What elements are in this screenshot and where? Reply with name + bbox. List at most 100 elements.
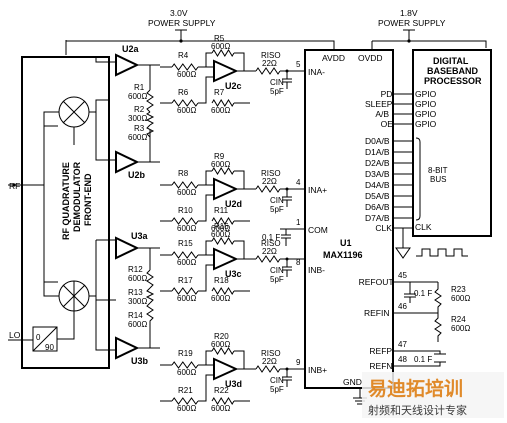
pin-oe: OE xyxy=(381,119,394,129)
r12-value: 600Ω xyxy=(128,274,147,283)
gnd-pin: GND xyxy=(343,377,362,387)
phase-90-label: 90 xyxy=(45,343,54,352)
resistor-r17-name: R17 xyxy=(178,276,193,285)
opamp-u2b-label: U2b xyxy=(128,170,146,180)
refout-cap-value: 0.1 F xyxy=(414,289,432,298)
resistor-r24-value: 600Ω xyxy=(451,324,470,333)
com-decoupling: 0.1 F xyxy=(262,228,305,246)
front-end-label-3: FRONT-END xyxy=(83,173,93,226)
resistor-ladder-i: R1 600Ω R2 300Ω R3 600Ω xyxy=(128,83,155,162)
resistor-r5-name: R5 xyxy=(214,34,225,43)
resistor-r4-value: 600Ω xyxy=(177,70,196,79)
watermark-subtitle: 射频和天线设计专家 xyxy=(368,403,467,417)
riso-name: RISO xyxy=(261,169,281,178)
lo-input-label: LO xyxy=(9,330,21,340)
riso-value: 22Ω xyxy=(262,357,277,366)
supply-1v8: 1.8V POWER SUPPLY xyxy=(378,8,446,41)
opamp-u3a-label: U3a xyxy=(131,231,149,241)
ref-pin-45-number: 45 xyxy=(398,271,407,280)
r1-value: 600Ω xyxy=(128,92,147,101)
riso-name: RISO xyxy=(261,239,281,248)
resistor-r9-value: 600Ω xyxy=(211,160,230,169)
opamp-u3a: U3a xyxy=(115,231,149,260)
r2-name: R2 xyxy=(134,105,145,114)
phase-0-label: 0 xyxy=(36,333,41,342)
resistor-r6-name: R6 xyxy=(178,88,189,97)
resistor-r7-name: R7 xyxy=(214,88,225,97)
bus-label-2: BUS xyxy=(430,175,446,184)
resistor-r23-value: 600Ω xyxy=(451,294,470,303)
pin-sleep: SLEEP xyxy=(365,99,393,109)
pin-d7a-b: D7A/B xyxy=(365,213,390,223)
adc-u1: AVDD OVDD U1 MAX1196 GND xyxy=(304,49,394,389)
pin-d5a-b: D5A/B xyxy=(365,191,390,201)
ref-pin-48-number: 48 xyxy=(398,355,407,364)
resistor-r19-value: 600Ω xyxy=(177,368,196,377)
pin-1-number: 1 xyxy=(296,218,301,227)
pin-pd: PD xyxy=(381,89,393,99)
opamp-u2d xyxy=(213,177,239,201)
resistor-r11-name: R11 xyxy=(214,206,229,215)
supply-3v-label: POWER SUPPLY xyxy=(148,18,216,28)
ref-pin-refn: REFN xyxy=(369,361,392,371)
resistor-r20-name: R20 xyxy=(214,332,229,341)
pin-d1a-b: D1A/B xyxy=(365,147,390,157)
resistor-r9-name: R9 xyxy=(214,152,225,161)
supply-3v-voltage: 3.0V xyxy=(170,8,188,18)
ref-pin-refout: REFOUT xyxy=(359,277,394,287)
resistor-r16-value: 600Ω xyxy=(211,230,230,239)
r14-value: 600Ω xyxy=(128,320,147,329)
cin-name: CIN xyxy=(270,196,284,205)
resistor-r17-value: 600Ω xyxy=(177,294,196,303)
resistor-r7-value: 600Ω xyxy=(211,106,230,115)
chip-name: U1 xyxy=(340,238,352,248)
r1-name: R1 xyxy=(134,83,145,92)
processor-line1: DIGITAL xyxy=(433,56,469,66)
rf-front-end: 0 90 RF QUADRATURE DEMODULATOR FRONT-END xyxy=(21,56,110,369)
cin-value: 5pF xyxy=(270,385,284,394)
diff-stage-2: U3cR15600ΩR16600ΩR17600ΩR18600ΩRISO22ΩCI… xyxy=(160,222,305,303)
gpio-1: GPIO xyxy=(415,99,437,109)
refp-cap-value: 0.1 F xyxy=(414,355,432,364)
resistor-r10-name: R10 xyxy=(178,206,193,215)
r12-name: R12 xyxy=(128,265,143,274)
resistor-r15-value: 600Ω xyxy=(177,258,196,267)
resistor-r21-value: 600Ω xyxy=(177,404,196,413)
processor-line2: BASEBAND xyxy=(427,66,479,76)
ref-pin-47-number: 47 xyxy=(398,340,407,349)
resistor-r23-name: R23 xyxy=(451,285,466,294)
resistor-r18-name: R18 xyxy=(214,276,229,285)
cin-value: 5pF xyxy=(270,275,284,284)
pin-inb-: INB+ xyxy=(308,365,327,375)
riso-value: 22Ω xyxy=(262,59,277,68)
resistor-r10-value: 600Ω xyxy=(177,224,196,233)
supply-3v: 3.0V POWER SUPPLY xyxy=(148,8,216,41)
pin-d4a-b: D4A/B xyxy=(365,180,390,190)
bus-label-1: 8-BIT xyxy=(428,166,448,175)
opamp-u2c xyxy=(213,59,239,83)
opamp-u2c-label: U2c xyxy=(225,81,242,91)
ref-pin-refp: REFP xyxy=(369,346,392,356)
pin-ina-: INA+ xyxy=(308,185,327,195)
resistor-r15-name: R15 xyxy=(178,239,193,248)
opamp-u3d xyxy=(213,357,239,381)
r14-name: R14 xyxy=(128,311,143,320)
avdd-pin: AVDD xyxy=(322,53,345,63)
pin-4-number: 4 xyxy=(296,178,301,187)
r3-value: 600Ω xyxy=(128,133,147,142)
diff-stage-1: U2dR8600ΩR9600ΩR10600ΩR11600ΩRISO22ΩCIN5… xyxy=(160,152,305,233)
pin-ina-: INA- xyxy=(308,67,325,77)
cin-value: 5pF xyxy=(270,87,284,96)
resistor-r11-value: 600Ω xyxy=(211,224,230,233)
resistor-r5-value: 600Ω xyxy=(211,42,230,51)
pin-inb-: INB- xyxy=(308,265,325,275)
riso-name: RISO xyxy=(261,349,281,358)
r13-value: 300Ω xyxy=(128,297,147,306)
front-end-label-2: DEMODULATOR xyxy=(72,161,82,232)
pin-d3a-b: D3A/B xyxy=(365,169,390,179)
r2-value: 300Ω xyxy=(128,114,147,123)
opamp-u3b-label: U3b xyxy=(131,356,149,366)
pin-d0a-b: D0A/B xyxy=(365,136,390,146)
